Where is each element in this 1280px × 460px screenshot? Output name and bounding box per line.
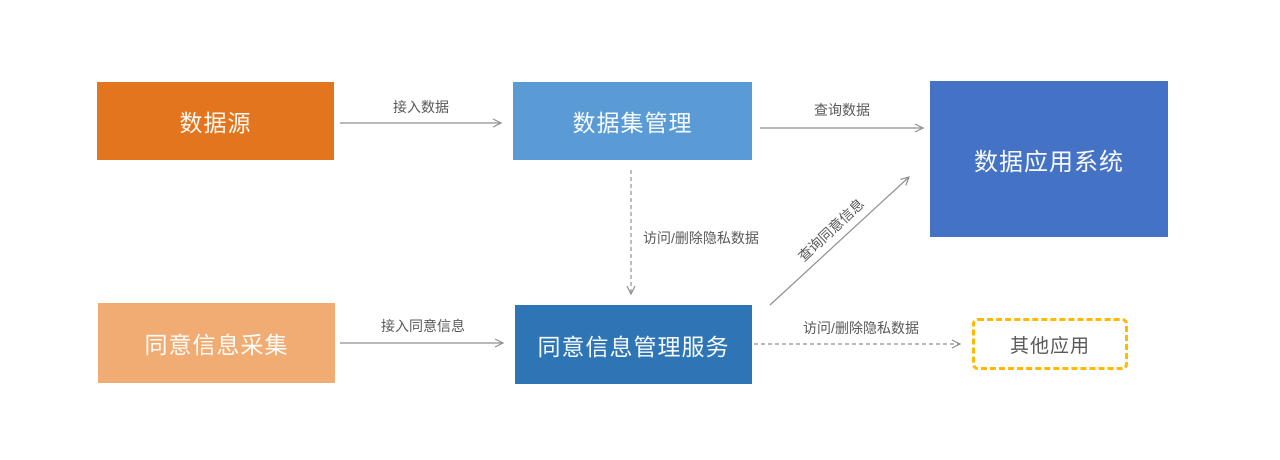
node-data-application-system: 数据应用系统: [930, 81, 1168, 237]
node-consent-info-management-service: 同意信息管理服务: [515, 305, 752, 384]
node-dataset-management: 数据集管理: [513, 82, 752, 160]
node-other-applications: 其他应用: [972, 318, 1128, 370]
edge-label-access-delete-private-vertical: 访问/删除隐私数据: [643, 230, 759, 246]
edge-label-access-delete-private-horizontal: 访问/删除隐私数据: [803, 320, 919, 336]
edge-label-query-consent: 查询同意信息: [794, 195, 868, 265]
edge-label-access-consent: 接入同意信息: [381, 318, 465, 334]
node-consent-info-collection: 同意信息采集: [98, 303, 335, 383]
edge-label-query-data: 查询数据: [814, 102, 870, 118]
edge-label-access-data: 接入数据: [393, 99, 449, 115]
edge-query-consent: [769, 176, 910, 306]
node-data-source: 数据源: [97, 82, 334, 160]
